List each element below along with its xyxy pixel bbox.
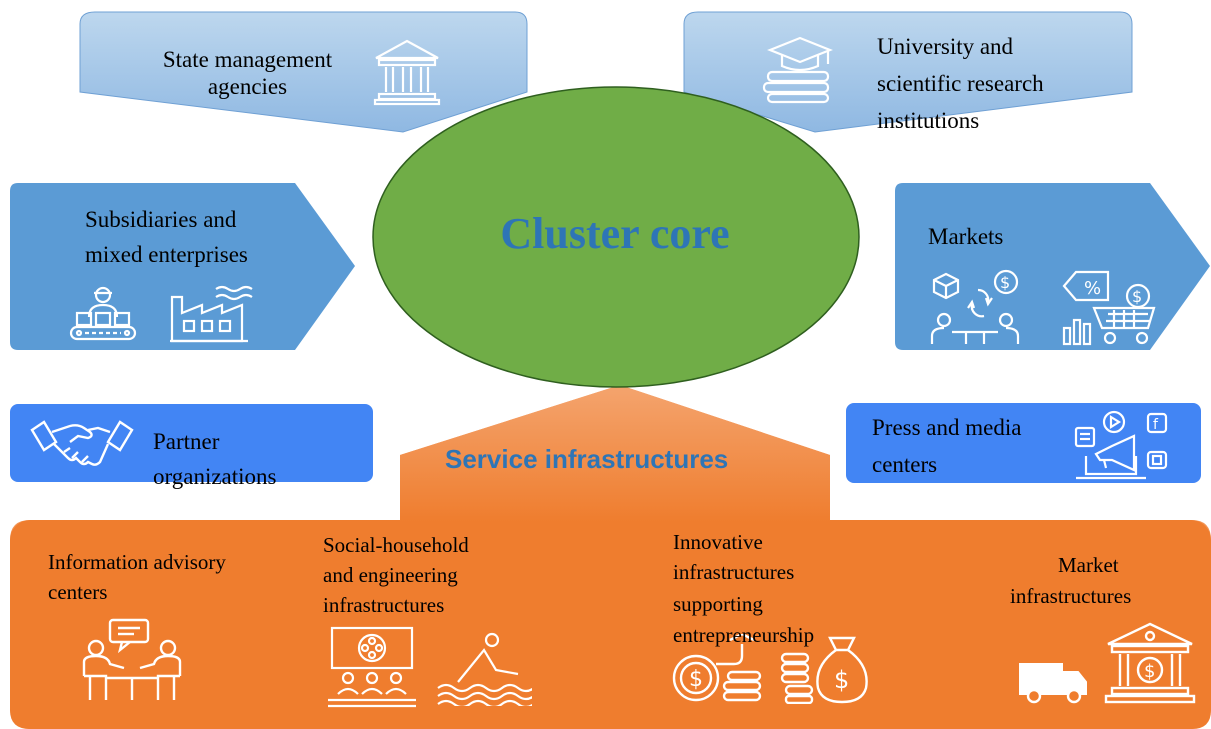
cluster-core-title: Cluster core [500, 209, 730, 258]
government-building-icon [373, 39, 441, 106]
press-shape [846, 403, 1201, 483]
info-advisory-label-line1: Information advisory [48, 550, 226, 574]
svg-text:$: $ [1144, 661, 1155, 682]
market-infra-label-line2: infrastructures [1010, 584, 1132, 608]
innovative-label-line2: infrastructures [673, 560, 795, 584]
university-label-line1: University and [877, 34, 1014, 59]
subsidiaries-label-line2: mixed enterprises [85, 242, 248, 267]
subsidiaries-label-line1: Subsidiaries and [85, 207, 237, 232]
info-advisory-label-line2: centers [48, 580, 108, 604]
university-label-line2: scientific research [877, 71, 1044, 96]
university-label-line3: institutions [877, 108, 980, 133]
innovative-label-line3: supporting [673, 592, 763, 616]
innovative-label-line1: Innovative [673, 530, 763, 554]
market-infra-label-line1: Market [1058, 553, 1119, 577]
bank-icon: $ [1104, 622, 1196, 704]
shopping-cart-discount-icon: % $ [1062, 270, 1156, 346]
svg-text:%: % [1084, 278, 1101, 299]
state-agencies-shape [79, 11, 528, 133]
media-megaphone-icon: f [1074, 410, 1168, 480]
markets-label: Markets [928, 224, 1004, 249]
social-household-label-line3: infrastructures [323, 593, 445, 617]
svg-text:$: $ [1000, 273, 1010, 292]
money-coins-icon: $ [672, 634, 762, 702]
worker-conveyor-icon [69, 286, 137, 341]
social-household-label-line2: and engineering [323, 563, 458, 587]
partner-label-line2: organizations [153, 464, 277, 489]
svg-text:$: $ [1132, 287, 1142, 306]
delivery-truck-icon [1019, 663, 1087, 704]
consulting-meeting-icon [82, 618, 182, 700]
state-agencies-label: State management agencies [162, 47, 333, 99]
svg-text:f: f [1153, 417, 1159, 433]
service-infrastructures-title: Service infrastructures [445, 444, 729, 474]
svg-text:$: $ [689, 667, 703, 692]
trade-exchange-icon: $ [930, 269, 1020, 344]
subsidiaries-shape [10, 183, 355, 350]
handshake-icon [30, 420, 134, 466]
graduation-books-icon [762, 36, 833, 104]
svg-text:$: $ [834, 666, 849, 694]
press-label-line1: Press and media [872, 415, 1022, 440]
cinema-audience-icon [328, 626, 416, 708]
partner-label-line1: Partner [153, 429, 220, 454]
social-household-label-line1: Social-household [323, 533, 469, 557]
innovative-label-line4: entrepreneurship [673, 623, 815, 647]
factory-icon [170, 285, 253, 343]
money-bag-icon: $ [780, 636, 868, 704]
press-label-line2: centers [872, 452, 938, 477]
cluster-core-shape [372, 86, 860, 388]
swimming-icon [437, 632, 532, 706]
